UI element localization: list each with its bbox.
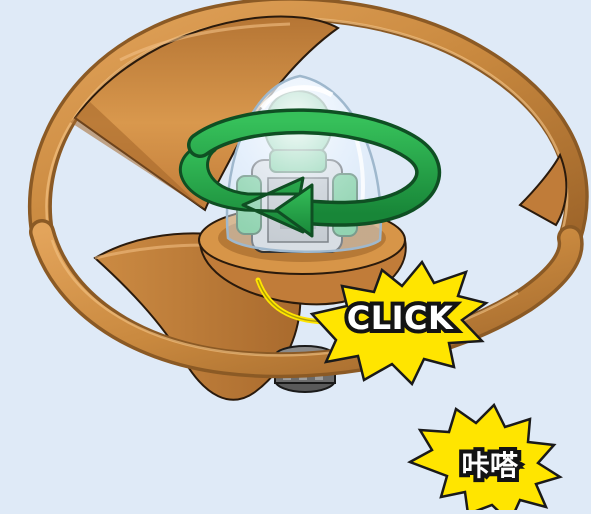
click-label: CLICK — [347, 299, 454, 337]
propeller-blade-right — [520, 155, 566, 225]
click-callout-zh: 咔嗒 — [410, 405, 560, 510]
click-label-zh: 咔嗒 — [461, 449, 519, 482]
